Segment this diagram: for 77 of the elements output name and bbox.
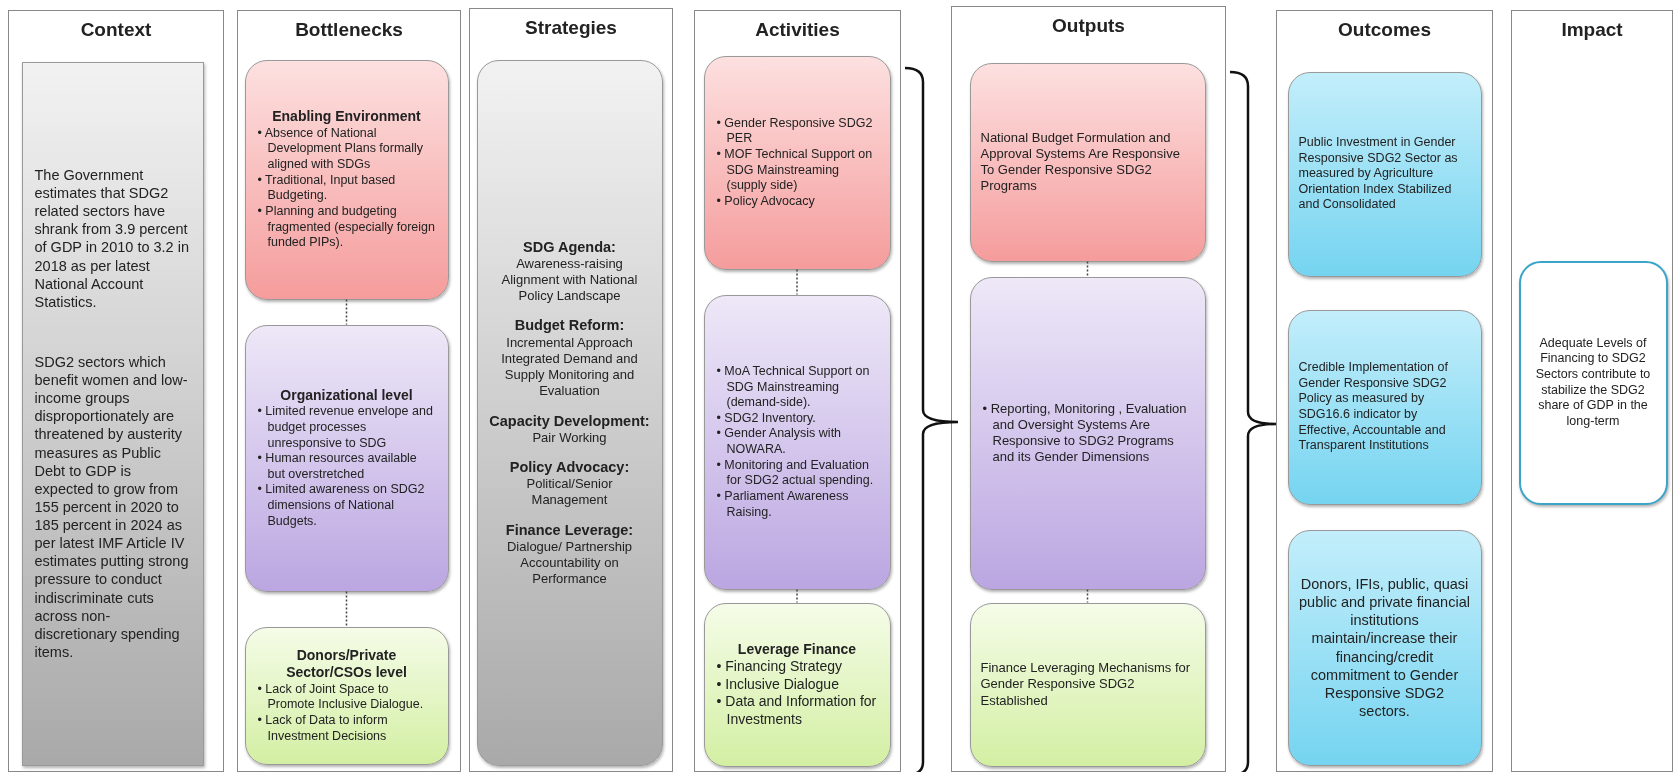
box-text: Public Investment in Gender Responsive SDG2 Sector as measured by Agriculture Orientation Index Stabilized and Consolidated xyxy=(1298,134,1459,214)
box-heading: Leverage Finance xyxy=(736,640,858,659)
dotted-connector xyxy=(1086,260,1089,278)
bullet-item: • SDG2 Inventory. xyxy=(715,410,817,427)
context-box xyxy=(21,61,204,766)
strategy-text: Pair Working xyxy=(531,429,608,446)
bullet-item: • Human resources available but overstretched xyxy=(256,451,418,483)
column-heading: Bottlenecks xyxy=(294,19,404,41)
bullet-item: • Data and Information for Investments xyxy=(715,693,878,729)
strategy-text: Incremental Approach Integrated Demand and Supply Monitoring and Evaluation xyxy=(500,334,639,400)
bottleneck-box xyxy=(244,59,449,300)
strategy-heading: Policy Advocacy: xyxy=(508,457,631,477)
column-panel xyxy=(8,10,224,772)
dotted-connector xyxy=(345,590,348,628)
dotted-connector xyxy=(1086,588,1089,604)
column-heading: Outcomes xyxy=(1337,19,1432,41)
strategy-heading: Capacity Development: xyxy=(488,411,651,430)
outcome-box xyxy=(1287,71,1482,277)
bullet-item: • Financing Strategy xyxy=(715,658,844,676)
box-text: Adequate Levels of Financing to SDG2 Sectors contribute to stabilize the SDG2 share of GDP in the long-term xyxy=(1534,335,1652,430)
bullet-item: • Reporting, Monitoring , Evaluation and Oversight Systems Are Responsive to SDG2 Programs and its Gender Dimensions xyxy=(981,400,1188,466)
column-heading: Strategies xyxy=(524,17,618,39)
box-text: Credible Implementation of Gender Responsive SDG2 Policy as measured by SDG16.6 indicator by Effective, Accountable and Transparent Institutions xyxy=(1298,360,1449,454)
output-box xyxy=(969,276,1206,590)
strategy-text: Dialogue/ Partnership Accountability on Performance xyxy=(506,538,633,588)
strategy-heading: Budget Reform: xyxy=(513,316,626,335)
bullet-item: • Lack of Data to inform Investment Decisions xyxy=(256,713,389,745)
bullet-item: • Gender Responsive SDG2 PER xyxy=(715,115,874,147)
column-panel xyxy=(1276,10,1493,772)
output-box xyxy=(969,62,1206,262)
column-panel xyxy=(1511,10,1673,772)
bullet-item: • Lack of Joint Space to Promote Inclusive Dialogue. xyxy=(256,681,425,713)
outcome-box xyxy=(1287,309,1482,505)
bullet-item: • Planning and budgeting fragmented (especially foreign funded PIPs). xyxy=(256,203,436,251)
column-heading: Outputs xyxy=(1051,15,1126,37)
impact-box xyxy=(1518,260,1668,505)
dotted-connector xyxy=(796,588,798,604)
strategy-heading: SDG Agenda: xyxy=(522,237,617,256)
output-box xyxy=(969,602,1206,767)
box-text: National Budget Formulation and Approval Systems Are Responsive To Gender Responsive SDG2 Programs xyxy=(980,129,1181,195)
box-heading: Enabling Environment xyxy=(271,108,422,126)
bullet-item: • MOF Technical Support on SDG Mainstreaming (supply side) xyxy=(715,146,874,194)
box-heading: Organizational level xyxy=(279,386,414,405)
column-heading: Activities xyxy=(754,19,841,41)
bottleneck-box xyxy=(244,324,449,592)
dotted-connector xyxy=(796,268,798,296)
column-panel xyxy=(469,8,673,772)
bullet-item: • Gender Analysis with NOWARA. xyxy=(715,426,843,458)
activity-box xyxy=(703,55,891,270)
dotted-connector xyxy=(345,298,348,326)
column-heading: Impact xyxy=(1560,19,1624,41)
box-text: Donors, IFIs, public, quasi public and private financial institutions maintain/increase their financing/credit commitment to Gender Responsive SDG2 sectors. xyxy=(1298,575,1471,720)
context-paragraph: SDG2 sectors which benefit women and low-income groups disproportionately are threatened by austerity measures as Public Debt to GDP is expected to grow from 155 percent in 2020 to 185 percent in 2024 as per latest IMF Article IV estimates putting strong pressure to conduct indiscriminate cuts across non-discretionary spending items. xyxy=(34,352,190,662)
strategy-box xyxy=(476,59,663,766)
box-heading: Donors/Private Sector/CSOs level xyxy=(285,646,408,682)
bullet-item: • Absence of National Development Plans formally aligned with SDGs xyxy=(256,125,425,173)
bullet-item: • Inclusive Dialogue xyxy=(715,675,840,694)
bullet-item: • Limited revenue envelope and budget processes unresponsive to SDG xyxy=(256,404,434,452)
column-panel xyxy=(694,10,901,772)
bullet-item: • Policy Advocacy xyxy=(715,193,816,210)
bottleneck-box xyxy=(244,626,449,765)
column-panel xyxy=(237,10,461,772)
bullet-item: • Traditional, Input based Budgeting. xyxy=(256,172,397,204)
bullet-item: • Parliament Awareness Raising. xyxy=(715,488,850,521)
column-panel xyxy=(951,6,1226,772)
bullet-item: • Limited awareness on SDG2 dimensions of National Budgets. xyxy=(256,482,426,530)
strategy-heading: Finance Leverage: xyxy=(504,520,635,539)
strategy-text: Awareness-raising Alignment with National Policy Landscape xyxy=(500,255,639,305)
bullet-item: • MoA Technical Support on SDG Mainstreaming (demand-side). xyxy=(715,363,871,411)
outcome-box xyxy=(1287,529,1482,766)
activity-box xyxy=(703,294,891,590)
context-paragraph: The Government estimates that SDG2 related sectors have shrank from 3.9 percent of GDP in 2010 to 3.2 in 2018 as per latest National Account Statistics. xyxy=(34,165,190,311)
bullet-item: • Monitoring and Evaluation for SDG2 actual spending. xyxy=(715,457,875,489)
strategy-text: Political/Senior Management xyxy=(525,476,614,509)
column-heading: Context xyxy=(79,19,153,41)
box-text: Finance Leveraging Mechanisms for Gender Responsive SDG2 Established xyxy=(980,660,1192,709)
activity-box xyxy=(703,602,891,767)
